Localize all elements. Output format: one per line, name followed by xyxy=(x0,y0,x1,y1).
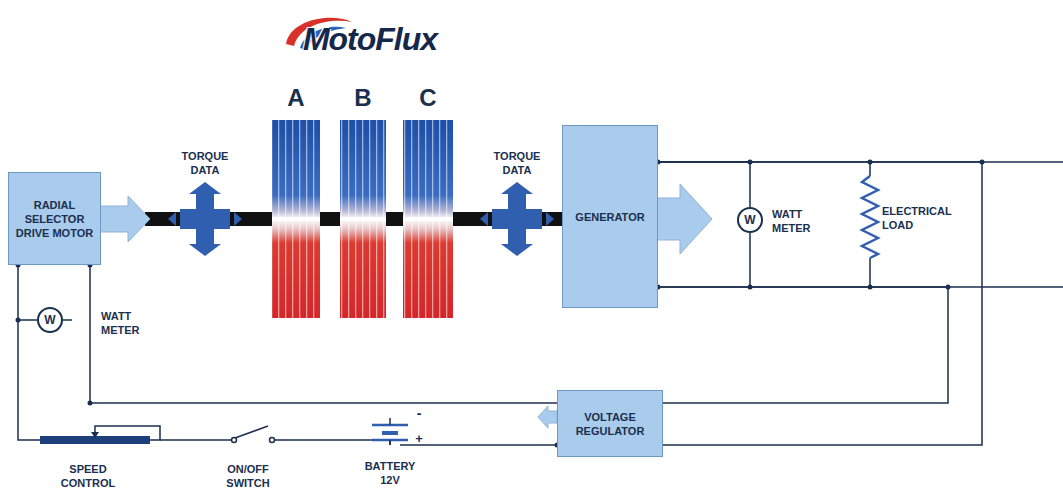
resistor-symbol xyxy=(862,176,878,258)
wire xyxy=(658,287,948,403)
motor-box: RADIAL SELECTOR DRIVE MOTOR xyxy=(8,172,101,265)
rotor-disk xyxy=(340,120,386,318)
wire-path xyxy=(90,265,557,403)
wire xyxy=(18,162,1063,445)
part-label: + xyxy=(412,432,426,446)
wire-path xyxy=(18,265,37,320)
part-label: BATTERY 12V xyxy=(355,459,425,487)
battery-symbol xyxy=(372,418,408,445)
regulator-arrow xyxy=(538,406,557,428)
rotor-disk xyxy=(403,120,453,318)
part-label: ON/OFF SWITCH xyxy=(208,462,288,490)
wire-path xyxy=(658,162,982,445)
generator-box: GENERATOR xyxy=(562,125,658,308)
rheostat-wiper xyxy=(91,432,99,438)
part-label: TORQUE DATA xyxy=(170,149,240,177)
box-label: GENERATOR xyxy=(571,206,648,228)
wire-path xyxy=(658,162,750,207)
meter-label: WATT METER xyxy=(772,207,824,235)
box-label: RADIAL SELECTOR DRIVE MOTOR xyxy=(9,194,100,244)
part-label: A xyxy=(281,84,311,112)
wire xyxy=(658,162,750,207)
wire xyxy=(90,265,557,403)
part-label: TORQUE DATA xyxy=(482,149,552,177)
drive-arrow xyxy=(95,196,150,242)
watt-meter: WWATT METER xyxy=(737,207,763,233)
part-label: B xyxy=(348,84,378,112)
torque-sensor xyxy=(480,182,554,256)
part-label: - xyxy=(412,404,426,422)
meter-symbol-text: W xyxy=(744,213,755,227)
wire xyxy=(18,265,37,320)
logo-text: MotoFlux xyxy=(280,20,460,58)
part-label: C xyxy=(413,84,443,112)
regulator-box: VOLTAGE REGULATOR xyxy=(557,390,663,457)
part-label: SPEED CONTROL xyxy=(48,462,128,490)
box-label: VOLTAGE REGULATOR xyxy=(558,406,662,442)
part-label: ELECTRICAL LOAD xyxy=(882,204,946,232)
watt-meter: WWATT METER xyxy=(37,307,63,333)
junction-dot xyxy=(16,160,985,448)
meter-label: WATT METER xyxy=(101,309,153,337)
switch-symbol xyxy=(232,426,275,443)
wire xyxy=(658,162,982,445)
rotor-disk xyxy=(272,120,320,318)
torque-sensor xyxy=(168,182,242,256)
meter-symbol-text: W xyxy=(44,313,55,327)
wire-path xyxy=(658,287,948,403)
